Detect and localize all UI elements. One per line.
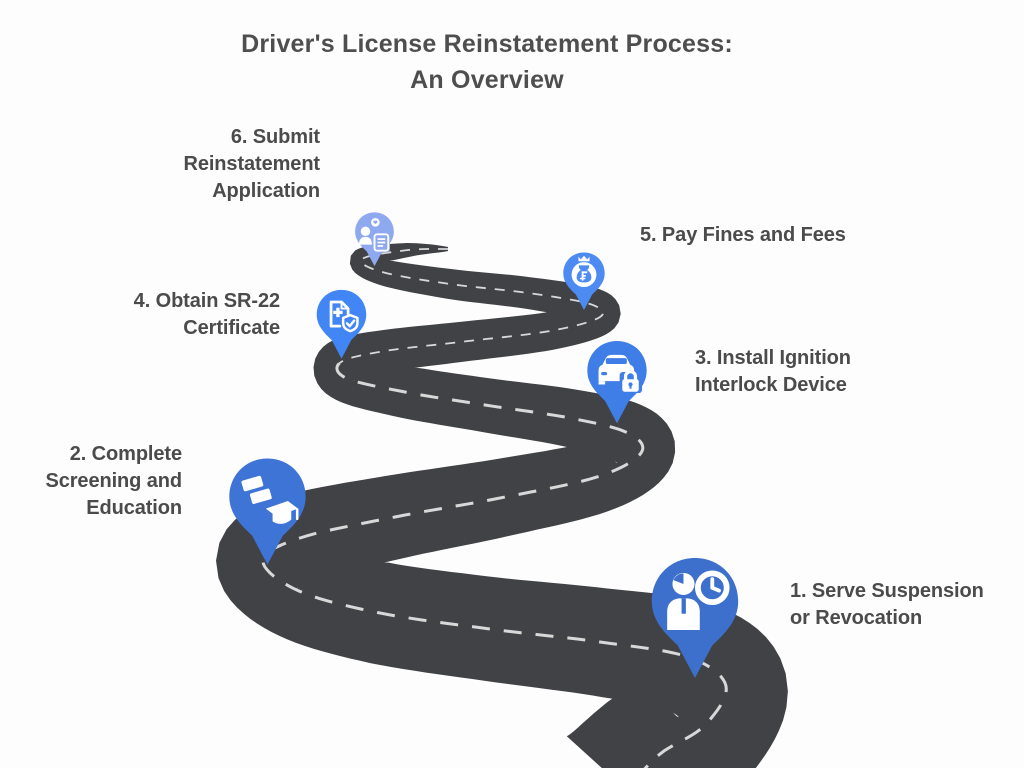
step-5-pin bbox=[563, 252, 605, 311]
road-center-line bbox=[338, 248, 604, 365]
step-6-pin bbox=[355, 212, 394, 267]
step-4-label: 4. Obtain SR-22 Certificate bbox=[133, 290, 280, 339]
step-4-pin bbox=[316, 289, 367, 359]
person-clock-icon bbox=[667, 570, 730, 631]
step-3-label: 3. Install Ignition Interlock Device bbox=[695, 347, 851, 396]
step-1-label: 1. Serve Suspension or Revocation bbox=[790, 580, 984, 629]
step-2-pin bbox=[229, 458, 306, 565]
step-2-label: 2. Complete Screening and Education bbox=[45, 443, 182, 519]
certificates-graduation-cap-icon bbox=[241, 475, 299, 524]
money-bag-icon bbox=[571, 255, 597, 288]
road-surface bbox=[216, 243, 788, 768]
step-6-label: 6. Submit Reinstatement Application bbox=[183, 126, 320, 202]
step-5-label: 5. Pay Fines and Fees bbox=[640, 224, 846, 246]
road-center-line bbox=[261, 362, 728, 768]
page-title: Driver's License Reinstatement Process: … bbox=[241, 30, 733, 94]
person-application-form-icon bbox=[359, 218, 390, 253]
medical-document-shield-icon bbox=[329, 300, 359, 333]
car-lock-icon bbox=[598, 354, 643, 394]
step-1-pin bbox=[651, 558, 739, 679]
step-3-pin bbox=[587, 340, 647, 424]
